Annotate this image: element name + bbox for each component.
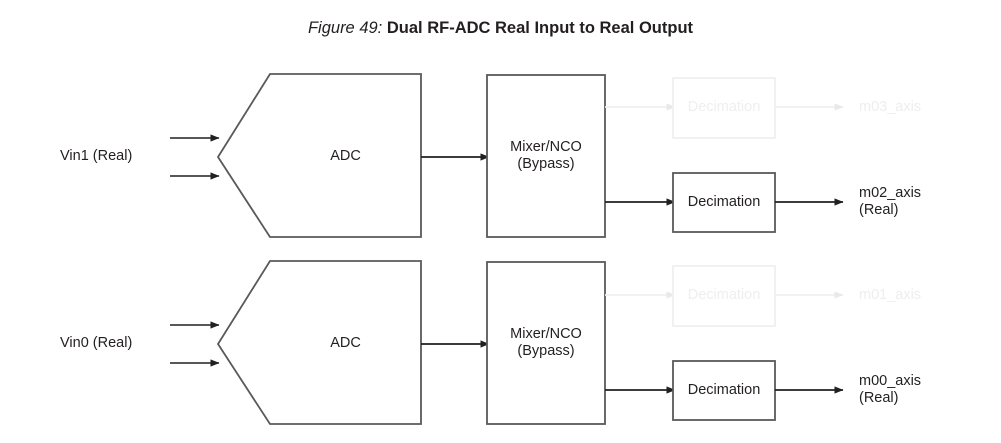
input-label-vin1: Vin1 (Real) bbox=[60, 148, 133, 164]
decimation-block-1-faded bbox=[672, 77, 776, 139]
output-label-m02-axis-line1: m02_axis bbox=[859, 185, 922, 201]
output-label-m00-axis: m00_axis (Real) bbox=[859, 373, 921, 407]
mixer-nco-block-0 bbox=[486, 261, 606, 425]
output-label-m01-axis: m01_axis bbox=[859, 287, 922, 303]
output-label-m02-axis-line2: (Real) bbox=[859, 202, 899, 218]
adc-block-0 bbox=[216, 260, 422, 425]
decimation-block-1-active bbox=[672, 172, 776, 233]
figure-caption: Figure 49: Dual RF-ADC Real Input to Rea… bbox=[0, 17, 1001, 39]
decimation-block-0-active bbox=[672, 360, 776, 421]
figure-caption-title: Dual RF-ADC Real Input to Real Output bbox=[386, 19, 694, 37]
input-label-vin0: Vin0 (Real) bbox=[60, 335, 133, 351]
mixer-nco-block-1 bbox=[486, 74, 606, 238]
adc-block-1 bbox=[216, 73, 422, 238]
output-label-m00-axis-line2: (Real) bbox=[859, 390, 899, 406]
output-label-m02-axis: m02_axis (Real) bbox=[859, 185, 921, 219]
figure-caption-label: Figure 49: bbox=[307, 19, 383, 37]
decimation-block-0-faded bbox=[672, 265, 776, 327]
output-label-m03-axis: m03_axis bbox=[859, 99, 922, 115]
output-label-m00-axis-line1: m00_axis bbox=[859, 373, 922, 389]
